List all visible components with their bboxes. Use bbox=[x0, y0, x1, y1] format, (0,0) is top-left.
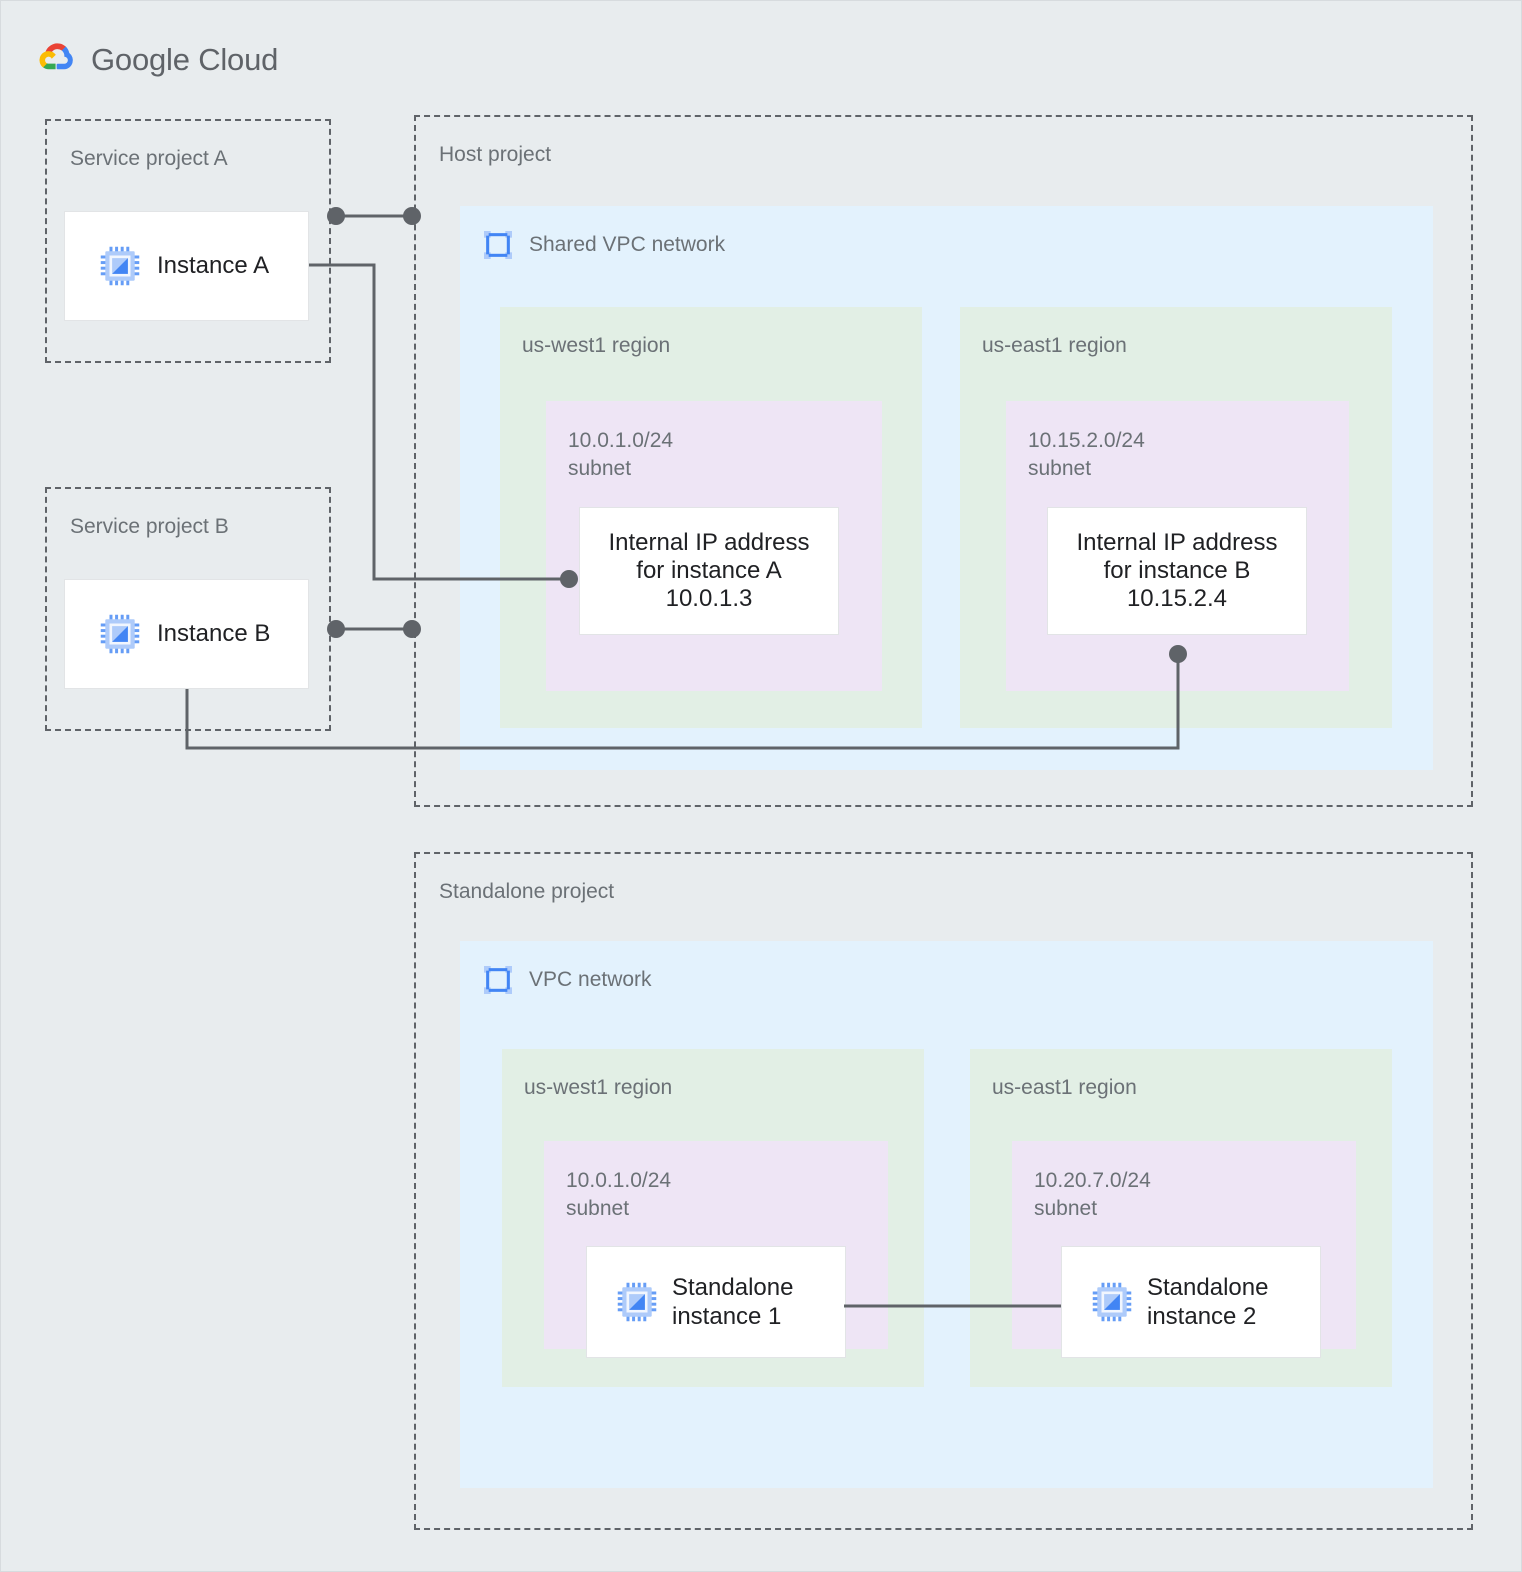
standalone-region-us-east1: us-east1 region 10.20.7.0/24 subnet bbox=[970, 1049, 1392, 1387]
standalone-region-us-west1: us-west1 region 10.0.1.0/24 subnet bbox=[502, 1049, 924, 1387]
standalone-region-us-west1-label: us-west1 region bbox=[524, 1076, 673, 1099]
host-region-us-east1-label: us-east1 region bbox=[982, 334, 1127, 357]
google-cloud-logo-icon bbox=[39, 43, 73, 70]
standalone-subnet-10-0-1-0: 10.0.1.0/24 subnet bbox=[544, 1141, 888, 1358]
host-subnet-10-0-1-0: 10.0.1.0/24 subnet Internal IP address f… bbox=[546, 401, 882, 691]
host-subnet-10-15-2-0: 10.15.2.0/24 subnet Internal IP address … bbox=[1006, 401, 1349, 691]
vpc-network-icon bbox=[484, 231, 512, 259]
standalone-instance-1-card[interactable]: Standalone instance 1 bbox=[586, 1246, 846, 1358]
host-project-label: Host project bbox=[439, 143, 552, 166]
compute-instance-icon bbox=[617, 1282, 657, 1322]
standalone-vpc-title: VPC network bbox=[529, 968, 652, 991]
service-project-a-label: Service project A bbox=[70, 147, 228, 170]
instance-a-card[interactable]: Instance A bbox=[64, 211, 309, 321]
standalone-project-container: Standalone project bbox=[414, 852, 1473, 1530]
instance-b-label: Instance B bbox=[157, 620, 271, 648]
internal-ip-instance-b-box: Internal IP address for instance B 10.15… bbox=[1047, 507, 1307, 635]
vpc-network-icon bbox=[484, 966, 512, 994]
shared-vpc-network-panel: Shared VPC network us-west1 region 10.0.… bbox=[460, 206, 1433, 770]
instance-a-label: Instance A bbox=[157, 252, 270, 280]
host-region-us-west1: us-west1 region 10.0.1.0/24 subnet Inter… bbox=[500, 307, 922, 728]
standalone-subnet-10-0-1-0-label: 10.0.1.0/24 subnet bbox=[566, 1169, 672, 1220]
standalone-vpc-network-panel: VPC network us-west1 region 10.0.1.0/24 … bbox=[460, 941, 1433, 1488]
instance-b-card[interactable]: Instance B bbox=[64, 579, 309, 689]
internal-ip-instance-a-text: Internal IP address for instance A 10.0.… bbox=[608, 528, 810, 613]
internal-ip-instance-b-text: Internal IP address for instance B 10.15… bbox=[1076, 528, 1278, 613]
brand-text: Google Cloud bbox=[91, 42, 278, 78]
host-region-us-west1-label: us-west1 region bbox=[522, 334, 671, 357]
service-project-a-container: Service project A bbox=[45, 119, 331, 363]
compute-instance-icon bbox=[1092, 1282, 1132, 1322]
brand-google: Google bbox=[91, 42, 190, 77]
standalone-subnet-10-20-7-0: 10.20.7.0/24 subnet bbox=[1012, 1141, 1356, 1358]
standalone-project-label: Standalone project bbox=[439, 880, 615, 903]
brand-cloud: Cloud bbox=[198, 42, 279, 77]
compute-instance-icon bbox=[100, 246, 140, 286]
host-region-us-east1: us-east1 region 10.15.2.0/24 subnet Inte… bbox=[960, 307, 1392, 728]
standalone-instance-2-card[interactable]: Standalone instance 2 bbox=[1061, 1246, 1321, 1358]
host-subnet-10-0-1-0-label: 10.0.1.0/24 subnet bbox=[568, 429, 674, 480]
standalone-instance-1-label: Standalone instance 1 bbox=[672, 1273, 794, 1330]
shared-vpc-header: Shared VPC network bbox=[482, 229, 725, 261]
standalone-instance-2-label: Standalone instance 2 bbox=[1147, 1273, 1269, 1330]
standalone-region-us-east1-label: us-east1 region bbox=[992, 1076, 1137, 1099]
compute-instance-icon bbox=[100, 614, 140, 654]
standalone-vpc-header: VPC network bbox=[482, 964, 652, 996]
host-subnet-10-15-2-0-label: 10.15.2.0/24 subnet bbox=[1028, 429, 1145, 480]
service-project-b-label: Service project B bbox=[70, 515, 229, 538]
standalone-subnet-10-20-7-0-label: 10.20.7.0/24 subnet bbox=[1034, 1169, 1151, 1220]
shared-vpc-title: Shared VPC network bbox=[529, 233, 726, 256]
google-cloud-brand: Google Cloud bbox=[35, 39, 278, 81]
internal-ip-instance-a-box: Internal IP address for instance A 10.0.… bbox=[579, 507, 839, 635]
